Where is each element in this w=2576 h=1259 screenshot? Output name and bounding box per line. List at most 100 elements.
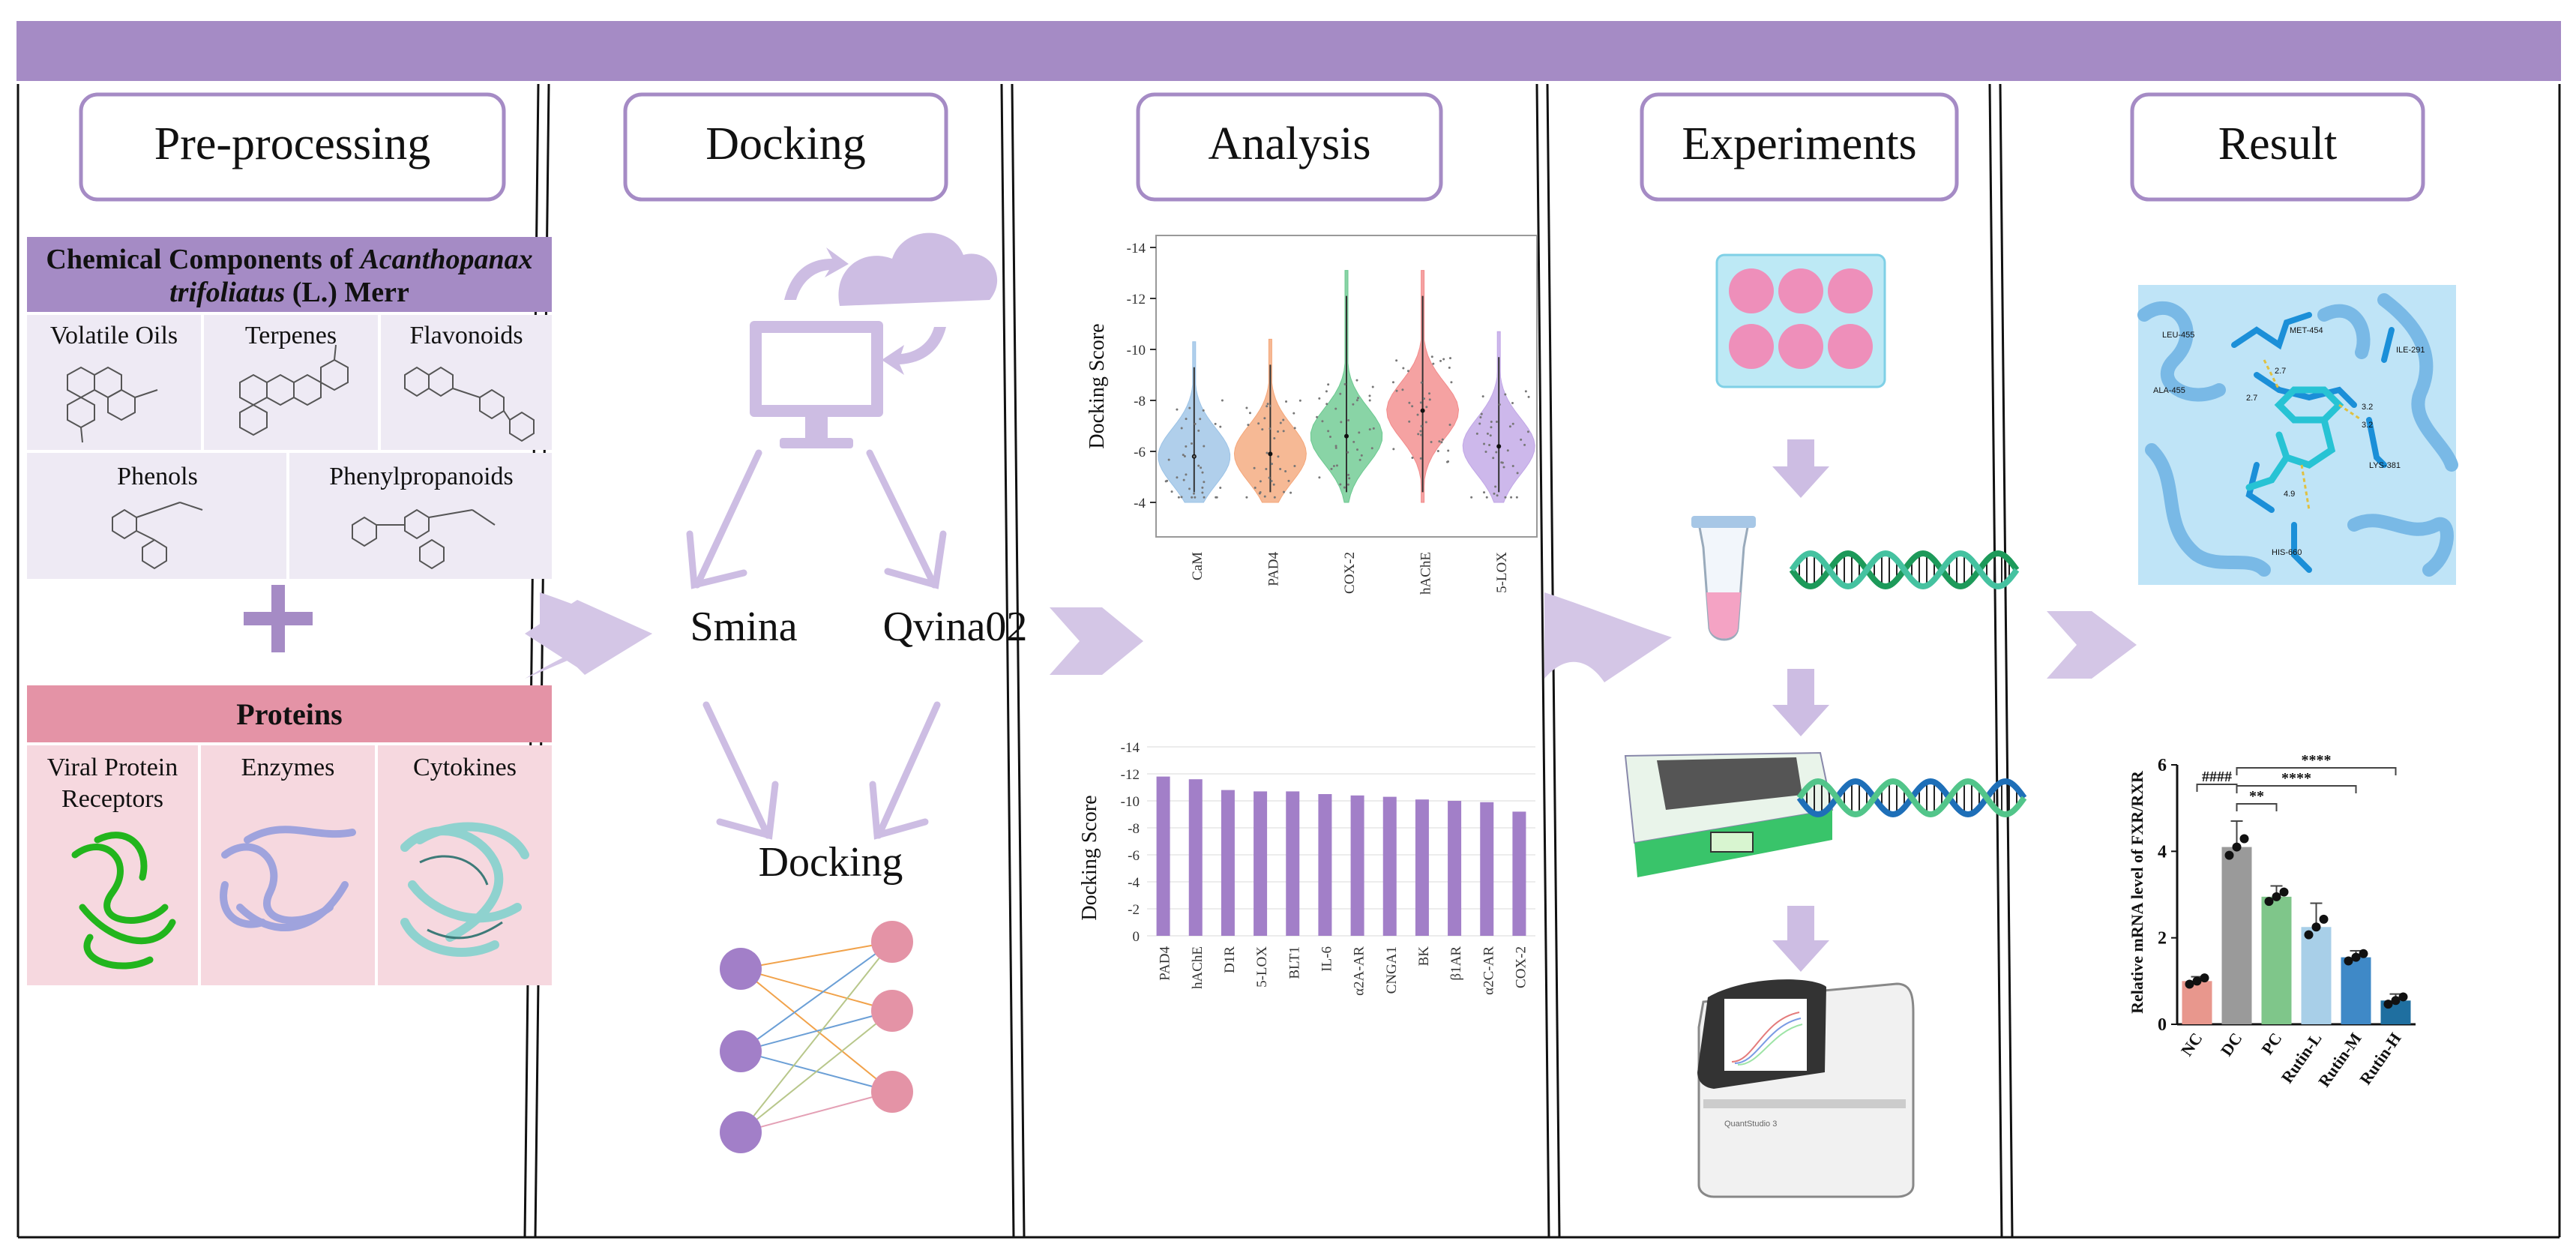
bar [1480,802,1494,936]
bar [1350,795,1364,936]
bar [1221,790,1235,936]
violin-point [1438,440,1441,443]
mrna-point [2239,834,2249,844]
distance-label: 2.7 [2275,367,2286,376]
bar-xtick-label: hAChE [1190,946,1206,989]
violin-point [1485,496,1488,499]
violin-point [1197,464,1200,467]
tool-qvina02: Qvina02 [883,604,1028,650]
violin-point [1371,385,1374,388]
bar-xtick-label: IL-6 [1319,946,1334,972]
violin-point [1441,438,1444,441]
bar-xtick-label: BK [1416,946,1432,967]
bar-ytick-label: -2 [1128,902,1140,918]
violin-point [1201,486,1204,489]
violin-point [1423,397,1426,400]
residue-label: ILE-291 [2396,346,2425,355]
violin-point [1370,447,1373,450]
chem-class-terpenes: Terpenes [245,322,337,349]
bar-xtick-label: D1R [1222,946,1238,973]
violin-point [1432,362,1435,365]
protein-class-enzymes: Enzymes [241,754,335,781]
violin-point [1266,405,1269,408]
violin-point [1392,448,1395,451]
molecule-structure-icon [67,344,535,570]
violin-point [1266,451,1269,454]
violin-point [1470,496,1473,499]
violin-point [1490,421,1493,424]
violin-point [1219,425,1222,428]
protein-structure-icon-green [71,832,176,970]
proteins-title: Proteins [236,697,342,731]
violin-point [1395,359,1398,362]
violin-point [1524,390,1527,393]
violin-point [1287,479,1290,482]
violin-point [1408,401,1411,404]
violin-point [1417,433,1420,436]
stage-title-docking: Docking [623,92,948,202]
violin-point [1430,355,1433,358]
mrna-point [2359,949,2368,958]
violin-point [1245,496,1248,499]
chem-class-flavonoids: Flavonoids [409,322,523,349]
violin-point [1419,457,1422,460]
violin-point [1203,445,1206,448]
bar [1254,791,1268,936]
violin-point [1177,496,1180,499]
mrna-point [2344,956,2353,966]
residue-label: HIS-660 [2272,548,2302,557]
bar-ytick-label: -6 [1128,848,1140,864]
dna-icon [1796,778,2027,818]
violin-point [1348,477,1351,480]
proteins-table: Proteins Viral Protein Receptors Enzymes… [27,685,552,985]
stage-title-analysis: Analysis [1136,92,1443,202]
violin-point [1259,480,1262,483]
violin-point [1419,430,1422,433]
violin-point [1199,418,1202,421]
violin-point [1292,412,1295,415]
violin-point [1170,490,1173,493]
bar-xtick-label: 5-LOX [1254,946,1270,988]
violin-point [1182,454,1185,457]
stage-title-text: Result [2218,118,2337,169]
bar-ytick-label: -12 [1121,767,1140,783]
protein-structure-icon-lavender [220,826,356,931]
distance-label: 4.9 [2284,490,2295,499]
violin-point [1214,422,1217,425]
mrna-point [2279,887,2289,897]
mrna-point [2272,892,2281,901]
violin-point [1520,438,1523,441]
bar [1156,776,1170,936]
mrna-xtick-label: Rutin-H [2356,1030,2404,1088]
dna-strand [1796,778,2027,818]
mrna-bar [2341,957,2371,1024]
violin-point [1203,496,1206,499]
mrna-xtick-label: DC [2217,1030,2246,1060]
violin-point [1355,399,1358,402]
violin-point [1190,442,1193,445]
violin-point [1504,496,1507,499]
bar-ytick-label: -4 [1128,875,1140,891]
mrna-significance-label: ** [2249,788,2264,805]
residue-label: MET-454 [2290,326,2323,335]
violin-point [1511,401,1514,404]
violin-point [1436,449,1439,452]
violin-point [1200,466,1203,469]
bar-xtick-label: PAD4 [1158,946,1173,981]
violin-point [1420,424,1423,427]
violin-point [1355,379,1358,382]
violin-median [1344,433,1349,439]
mrna-point [2391,996,2401,1006]
mrna-point [2319,914,2329,924]
violin-point [1340,421,1343,424]
mrna-point [2185,979,2194,989]
violin-point [1408,420,1411,423]
violin-point [1185,418,1188,421]
violin-point [1188,487,1191,490]
mrna-bar [2221,847,2252,1024]
violin-point [1332,464,1335,467]
violin-point [1185,473,1188,476]
violin-point [1268,476,1271,479]
stage-title-text: Pre-processing [154,118,430,169]
violin-point [1335,464,1338,467]
